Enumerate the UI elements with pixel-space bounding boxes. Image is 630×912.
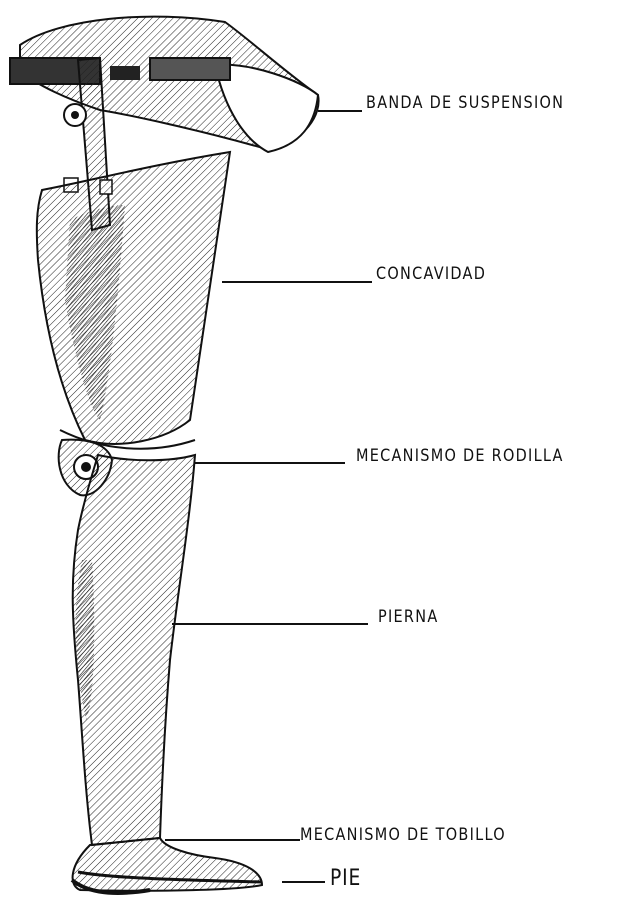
- label-leg: PIERNA: [378, 607, 438, 627]
- foot: [72, 838, 262, 893]
- label-ankle-mechanism: MECANISMO DE TOBILLO: [300, 825, 506, 845]
- label-knee-mechanism: MECANISMO DE RODILLA: [356, 446, 564, 466]
- label-socket: CONCAVIDAD: [376, 264, 486, 284]
- leg-shank: [73, 455, 195, 845]
- label-suspension-band: BANDA DE SUSPENSION: [366, 93, 564, 113]
- suspension-band: [10, 17, 319, 152]
- socket: [37, 152, 230, 449]
- label-foot: PIE: [330, 866, 361, 891]
